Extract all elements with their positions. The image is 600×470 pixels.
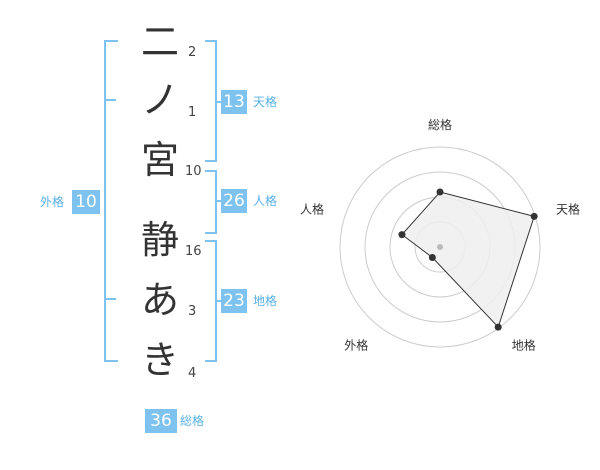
gaikaku-bracket: [104, 40, 118, 362]
gaikaku-label: 外格: [40, 195, 65, 209]
stroke-count-4: 16: [185, 244, 202, 259]
tenkaku-label: 天格: [253, 95, 278, 109]
name-char-1: 二: [140, 20, 179, 64]
radar-axis-label-3: 地格: [512, 338, 536, 353]
radar-axis-label-4: 外格: [344, 338, 368, 353]
radar-point-1: [436, 188, 444, 196]
jinkaku-badge: 26: [221, 189, 247, 213]
radar-point-2: [530, 212, 538, 220]
stroke-count-1: 2: [188, 45, 197, 60]
jinkaku-connector: [215, 200, 221, 202]
soukaku-label: 総格: [180, 414, 205, 428]
name-char-3: 宮: [140, 138, 179, 182]
soukaku-badge: 36: [145, 409, 177, 433]
stroke-count-6: 4: [188, 366, 197, 381]
name-char-5: あ: [140, 278, 179, 322]
tenkaku-connector: [215, 101, 221, 103]
radar-grid-ring-4: [339, 146, 541, 348]
name-char-4: 静: [140, 218, 179, 262]
radar-point-4: [428, 254, 436, 262]
radar-area: [401, 191, 535, 329]
name-char-2: ノ: [140, 78, 179, 122]
stroke-count-2: 1: [188, 105, 197, 120]
jinkaku-bracket: [205, 170, 217, 234]
tenkaku-badge: 13: [221, 90, 247, 114]
chikaku-badge: 23: [221, 289, 247, 313]
radar-axis-label-1: 総格: [428, 117, 452, 132]
name-char-6: き: [140, 338, 179, 382]
radar-axis-label-5: 人格: [300, 201, 324, 216]
stroke-count-5: 3: [188, 304, 197, 319]
gaikaku-bracket-tick-lower: [104, 298, 116, 300]
chikaku-label: 地格: [253, 294, 278, 308]
gaikaku-badge: 10: [72, 190, 100, 214]
radar-center-dot: [437, 244, 443, 250]
jinkaku-label: 人格: [253, 194, 278, 208]
radar-point-5: [398, 231, 406, 239]
stroke-count-3: 10: [185, 164, 202, 179]
gaikaku-bracket-tick-upper: [104, 99, 116, 101]
chikaku-connector: [215, 300, 221, 302]
radar-point-3: [494, 323, 502, 331]
radar-axis-label-2: 天格: [556, 201, 580, 216]
